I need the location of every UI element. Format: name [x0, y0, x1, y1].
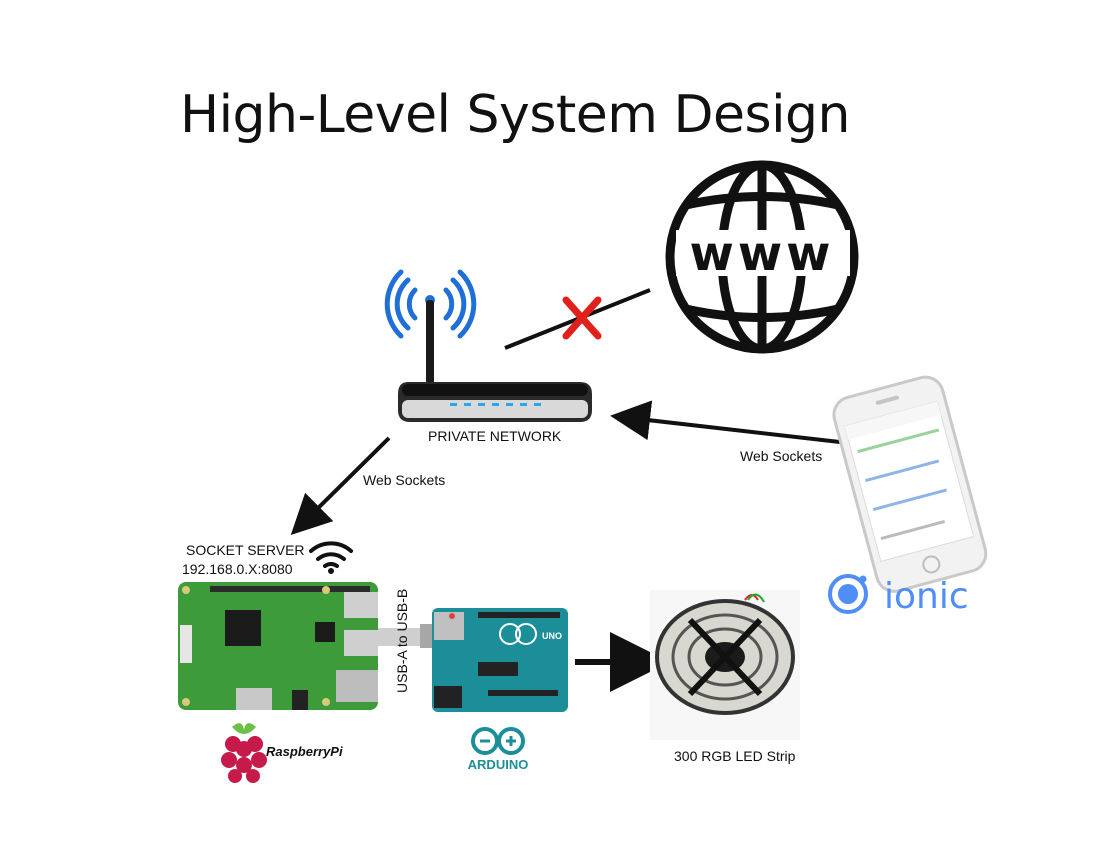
socket-server-label: SOCKET SERVER: [186, 542, 305, 558]
arduino-uno-board: [432, 608, 568, 712]
websocket-label-left: Web Sockets: [363, 472, 446, 488]
usb-label: USB-A to USB-B: [394, 589, 410, 693]
smartphone-icon: [832, 375, 988, 593]
www-text: www: [689, 226, 834, 282]
ionic-logo-icon: [828, 574, 868, 614]
websocket-arrow-to-router: [610, 400, 867, 447]
wifi-icon: [309, 541, 353, 568]
led-strip-reel-icon: [650, 590, 800, 740]
router-label: PRIVATE NETWORK: [428, 428, 562, 444]
arduino-label: ARDUINO: [468, 757, 529, 772]
ionic-label: ionic: [884, 576, 969, 617]
socket-server-address: 192.168.0.X:8080: [182, 561, 293, 577]
websocket-label-right: Web Sockets: [740, 448, 823, 464]
websocket-arrow-to-server: [290, 436, 391, 536]
arduino-board-text: UNO: [542, 631, 562, 641]
raspberry-logo-icon: [221, 723, 267, 783]
diagram-title: High-Level System Design: [179, 85, 851, 145]
raspberry-label: RaspberryPi: [266, 744, 343, 759]
led-strip-label: 300 RGB LED Strip: [674, 748, 796, 764]
arduino-logo-icon: [471, 727, 525, 755]
wifi-signal-icon: [384, 269, 477, 339]
blocked-cross-icon: [562, 296, 602, 340]
arduino-logo-symbols: [480, 736, 516, 746]
globe-text-band: [676, 230, 850, 276]
router-icon: [384, 269, 592, 422]
raspberry-pi-board: [178, 582, 378, 710]
